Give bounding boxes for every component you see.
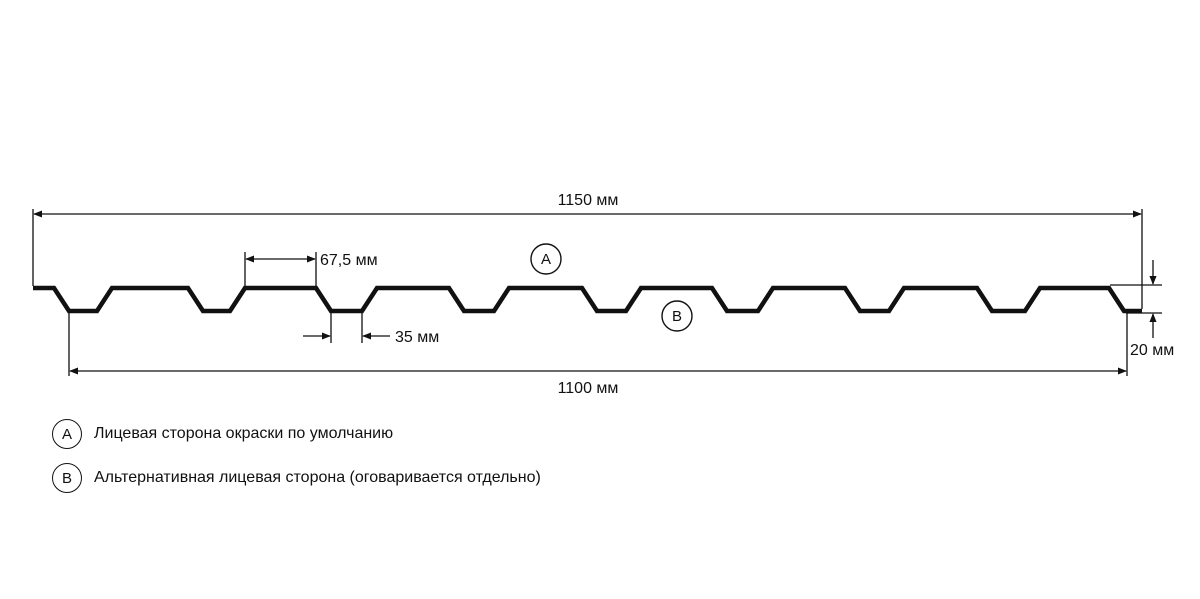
marker-a-label: A: [541, 251, 551, 268]
legend-marker-b: B: [52, 463, 82, 493]
legend-item-a: A Лицевая сторона окраски по умолчанию: [52, 418, 393, 450]
dimension-label-1100: 1100 мм: [558, 380, 619, 397]
legend-text-b: Альтернативная лицевая сторона (оговарив…: [94, 469, 541, 486]
marker-a-circle: [530, 243, 562, 275]
dimension-label-35: 35 мм: [395, 329, 439, 346]
dimension-label-20: 20 мм: [1130, 342, 1174, 359]
marker-b-circle: [661, 300, 693, 332]
legend-text-a: Лицевая сторона окраски по умолчанию: [94, 425, 394, 442]
legend-marker-a: A: [52, 419, 82, 449]
dimension-label-67: 67,5 мм: [320, 252, 378, 269]
dimension-label-1150: 1150 мм: [558, 192, 619, 209]
profile-line: [33, 285, 1142, 314]
marker-b-label: B: [672, 308, 682, 325]
legend-item-b: B Альтернативная лицевая сторона (оговар…: [52, 462, 541, 494]
